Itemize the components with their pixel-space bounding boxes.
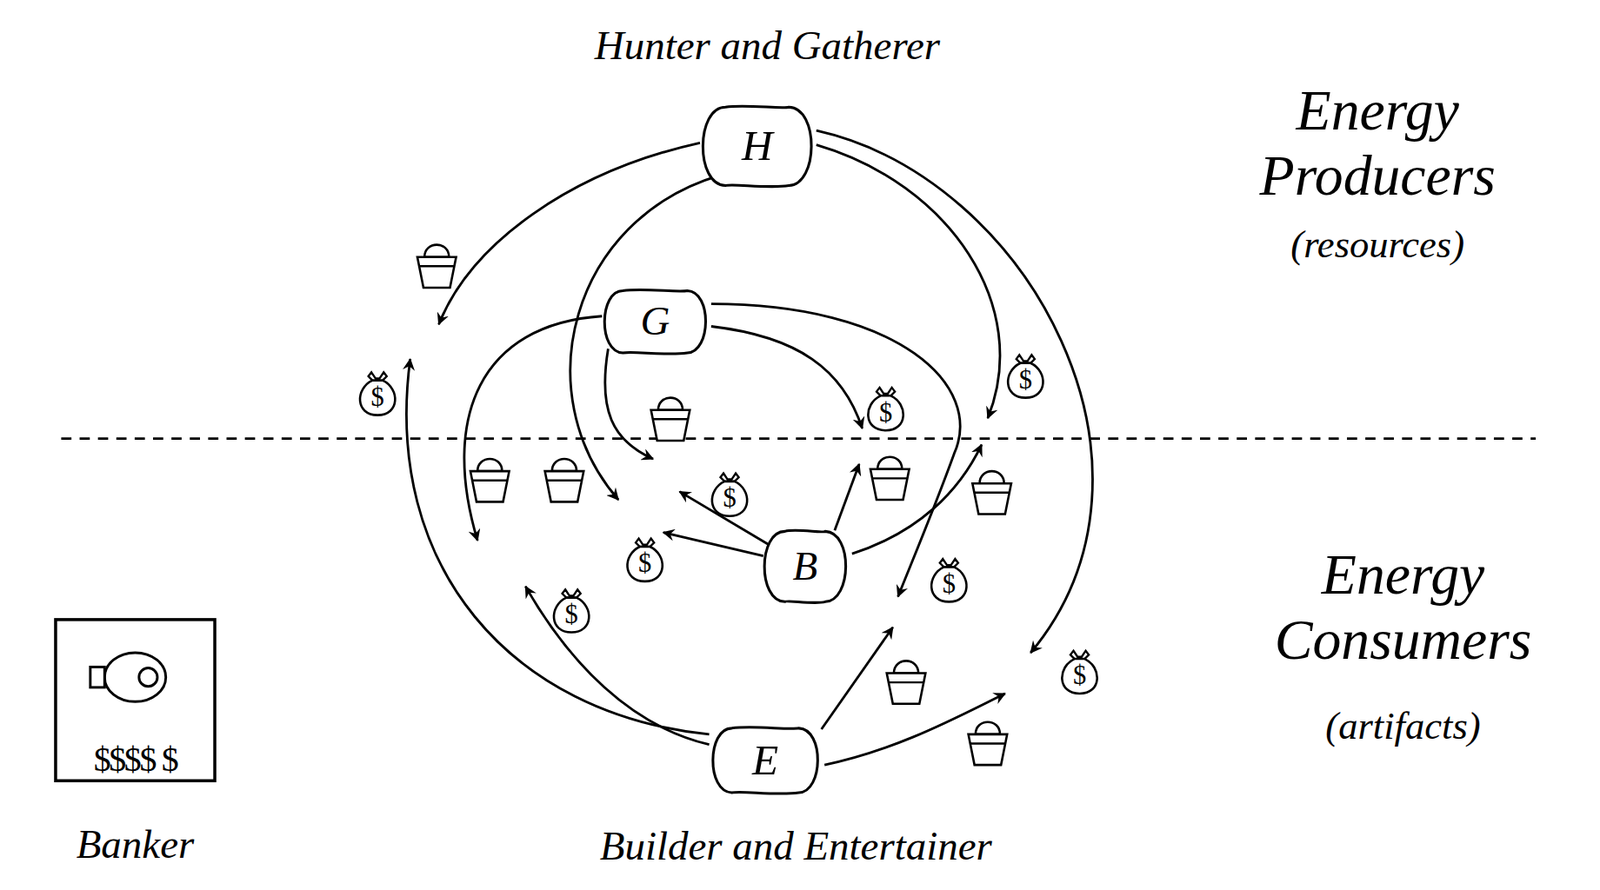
role-node: B — [759, 529, 852, 603]
money-bag-sign: $ — [722, 483, 736, 514]
role-node: E — [707, 726, 822, 794]
node-letter: G — [640, 299, 670, 345]
money-bag-sign: $ — [1019, 365, 1033, 396]
money-bags — [360, 354, 1098, 694]
money-bag-sign: $ — [879, 398, 893, 429]
money-bag-sign: $ — [942, 569, 956, 600]
region-title: Energy Consumers — [1234, 541, 1572, 674]
role-caption: Builder and Entertainer — [600, 823, 993, 871]
money-bag-sign: $ — [1073, 660, 1087, 692]
money-text: $$$$ $ — [93, 740, 178, 779]
node-letter: H — [741, 122, 774, 170]
node-letter: B — [793, 543, 819, 589]
money-bag-sign: $ — [638, 548, 652, 580]
role-node: H — [696, 105, 817, 187]
role-node: G — [600, 288, 711, 354]
region-title: Energy Producers — [1209, 77, 1547, 209]
node-letter: E — [752, 736, 779, 784]
node-heading: Banker — [76, 821, 195, 869]
money-bag-sign: $ — [565, 600, 579, 631]
money-bag-sign: $ — [371, 382, 385, 414]
region-subtitle: (artifacts) — [1325, 704, 1480, 749]
banker-safe-box: $$$$ $Banker — [53, 618, 217, 783]
flow-arrows — [406, 130, 1093, 766]
role-caption: Hunter and Gatherer — [594, 22, 940, 70]
resource-buckets — [417, 245, 1012, 766]
region-subtitle: (resources) — [1290, 222, 1465, 267]
divider-line — [60, 437, 1536, 440]
